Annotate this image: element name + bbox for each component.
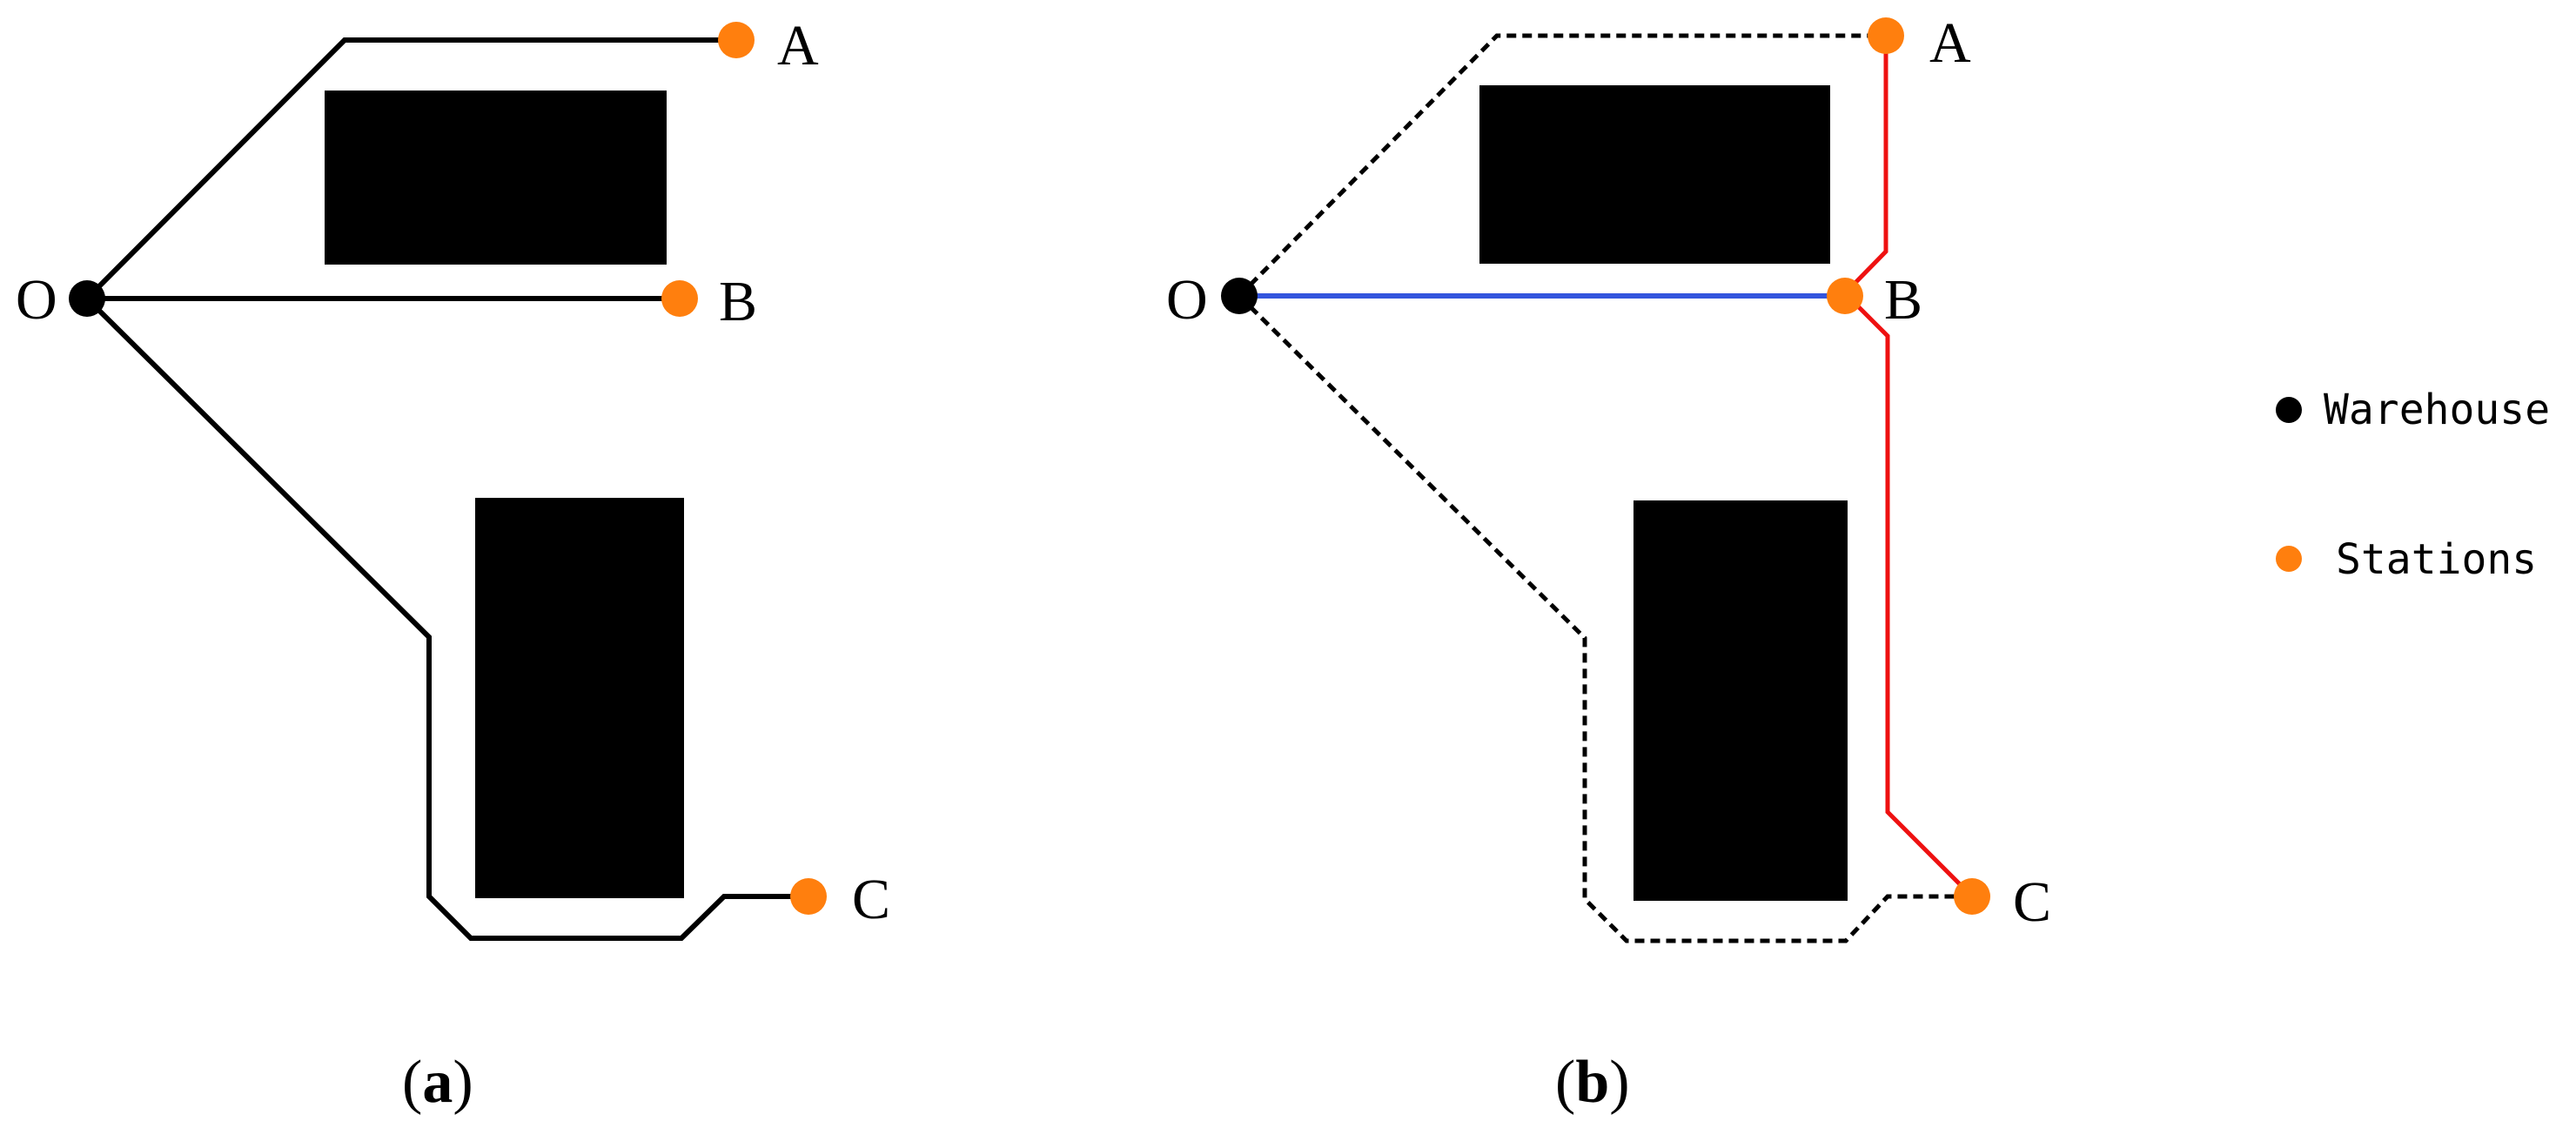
legend-stations-label: Stations — [2336, 535, 2537, 584]
legend-warehouse-label: Warehouse — [2324, 386, 2550, 434]
station-node-a — [1868, 17, 1904, 54]
station-node-b — [661, 280, 698, 317]
obstacle-bottom — [1633, 500, 1848, 901]
obstacle-bottom — [475, 498, 684, 898]
warehouse-node-o — [1221, 278, 1258, 314]
label-b: B — [719, 270, 757, 333]
legend-warehouse-icon — [2276, 397, 2302, 423]
warehouse-node-o — [69, 280, 105, 317]
route-o-a — [84, 37, 736, 301]
station-node-c — [1954, 878, 1990, 915]
label-o: O — [1166, 268, 1208, 332]
station-node-a — [718, 22, 755, 58]
route-o-c — [84, 296, 808, 941]
label-c: C — [852, 868, 890, 931]
legend-station-icon — [2276, 546, 2302, 572]
legend: Warehouse Stations — [2276, 386, 2550, 584]
station-node-c — [790, 878, 827, 915]
obstacle-top — [1479, 85, 1830, 264]
label-a: A — [777, 14, 819, 77]
label-c: C — [2013, 870, 2051, 934]
label-o: O — [16, 268, 57, 332]
route-a-b-c-red — [1841, 36, 1974, 898]
obstacle-top — [325, 91, 667, 265]
route-o-a-dashed — [1238, 33, 1886, 298]
station-node-b — [1827, 278, 1863, 314]
panel-a: O A B C (a) — [16, 14, 890, 1116]
panel-b: O A B C (b) — [1166, 11, 2051, 1116]
route-o-c-dashed — [1238, 294, 1972, 943]
label-a: A — [1929, 11, 1971, 75]
panel-label-b: (b) — [1555, 1049, 1630, 1116]
panel-label-a: (a) — [402, 1049, 473, 1116]
label-b: B — [1884, 268, 1922, 332]
